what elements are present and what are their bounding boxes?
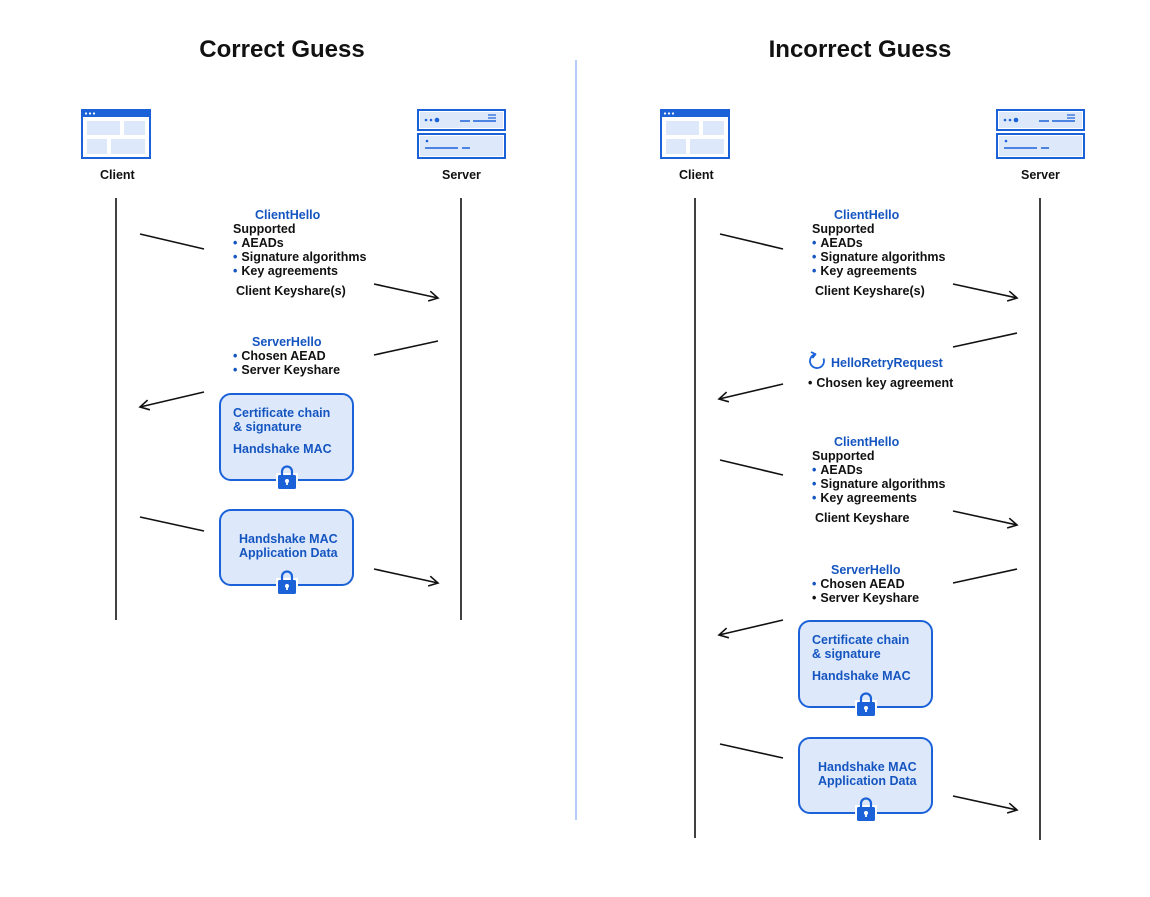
list-item: •Signature algorithms xyxy=(233,250,367,264)
left-clienthello-tail xyxy=(139,233,205,250)
finish-line1: Handshake MAC xyxy=(239,532,338,546)
left-finish-arrow xyxy=(373,568,440,587)
right-clienthello: ClientHello Supported •AEADs •Signature … xyxy=(812,208,945,298)
finish-line2: Application Data xyxy=(239,546,338,560)
refresh-icon xyxy=(809,351,825,369)
server-rack-icon xyxy=(996,109,1085,159)
left-clienthello: ClientHello Supported •AEADs •Signature … xyxy=(233,208,366,298)
left-finish-tail xyxy=(139,516,205,532)
list-item: •Key agreements xyxy=(233,264,338,278)
clienthello-heading: ClientHello xyxy=(834,208,900,222)
right-serverhello-arrow xyxy=(717,619,784,639)
lock-icon xyxy=(276,465,298,490)
browser-window-icon xyxy=(81,109,151,159)
supported-label: Supported xyxy=(812,449,875,463)
cert-line2: & signature xyxy=(233,420,302,434)
left-client-label: Client xyxy=(100,168,135,182)
right-serverhello-tail xyxy=(952,568,1018,584)
list-item: •Server Keyshare xyxy=(812,591,920,605)
list-item: •Chosen AEAD xyxy=(812,577,905,591)
lock-icon xyxy=(276,570,298,595)
right-retry-tail xyxy=(952,332,1018,348)
left-serverhello-arrow xyxy=(138,391,205,411)
right-panel-title: Incorrect Guess xyxy=(768,36,952,63)
finish-line2: Application Data xyxy=(818,774,917,788)
left-serverhello-tail xyxy=(373,340,439,356)
right-serverhello: ServerHello •Chosen AEAD •Server Keyshar… xyxy=(812,563,919,605)
list-item: •AEADs xyxy=(812,463,863,477)
list-item: •Signature algorithms xyxy=(812,250,946,264)
right-clienthello2-arrow xyxy=(952,510,1019,529)
serverhello-heading: ServerHello xyxy=(831,563,901,577)
list-item: •Server Keyshare xyxy=(233,363,341,377)
list-item: •AEADs xyxy=(812,236,863,250)
keyshare-label: Client Keyshare xyxy=(815,511,910,525)
right-clienthello-2: ClientHello Supported •AEADs •Signature … xyxy=(812,435,945,525)
left-finished-box: Handshake MAC Application Data xyxy=(219,509,354,586)
server-rack-icon xyxy=(417,109,506,159)
right-clienthello2-tail xyxy=(719,459,784,476)
lock-icon xyxy=(855,797,877,822)
right-server-label: Server xyxy=(1021,168,1060,182)
right-clienthello-arrow xyxy=(952,283,1019,302)
left-panel-title: Correct Guess xyxy=(199,36,365,63)
finish-line1: Handshake MAC xyxy=(818,760,917,774)
cert-line1: Certificate chain xyxy=(812,633,910,647)
right-clienthello-tail xyxy=(719,233,784,250)
browser-window-icon xyxy=(660,109,730,159)
cert-line3: Handshake MAC xyxy=(233,442,332,456)
keyshare-label: Client Keyshare(s) xyxy=(815,284,925,298)
list-item: •Chosen AEAD xyxy=(233,349,326,363)
supported-label: Supported xyxy=(233,222,296,236)
serverhello-heading: ServerHello xyxy=(252,335,322,349)
right-finish-tail xyxy=(719,743,784,759)
left-server-label: Server xyxy=(442,168,481,182)
list-item: •AEADs xyxy=(233,236,284,250)
right-finish-arrow xyxy=(952,795,1019,814)
left-clienthello-arrow xyxy=(373,283,440,302)
list-item: •Key agreements xyxy=(812,264,917,278)
clienthello-heading: ClientHello xyxy=(834,435,900,449)
clienthello-heading: ClientHello xyxy=(255,208,321,222)
lock-icon xyxy=(855,692,877,717)
list-item: •Signature algorithms xyxy=(812,477,946,491)
keyshare-label: Client Keyshare(s) xyxy=(236,284,346,298)
cert-line3: Handshake MAC xyxy=(812,669,911,683)
right-client-label: Client xyxy=(679,168,714,182)
retry-item: •Chosen key agreement xyxy=(808,376,954,390)
supported-label: Supported xyxy=(812,222,875,236)
cert-line1: Certificate chain xyxy=(233,406,331,420)
list-item: •Key agreements xyxy=(812,491,917,505)
cert-line2: & signature xyxy=(812,647,881,661)
right-retry-arrow xyxy=(717,383,784,403)
retry-heading: HelloRetryRequest xyxy=(831,356,943,370)
left-serverhello: ServerHello •Chosen AEAD •Server Keyshar… xyxy=(233,335,340,377)
